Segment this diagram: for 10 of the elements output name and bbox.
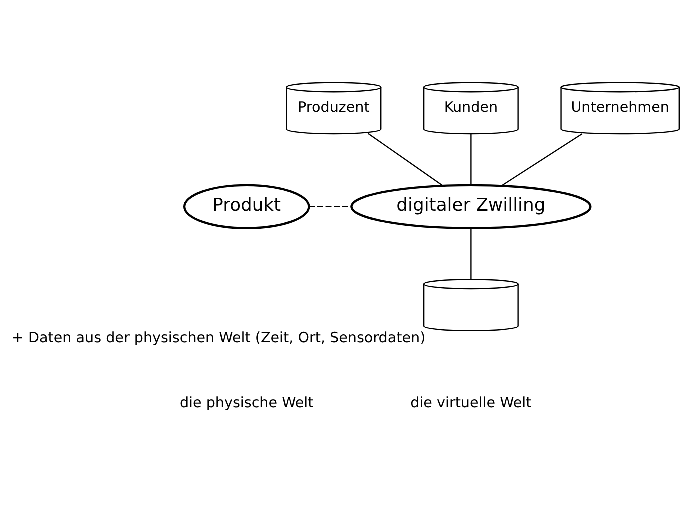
connector: [309, 206, 352, 207]
connector: [470, 134, 472, 185]
node-ellipse: digitaler Zwilling: [350, 184, 592, 229]
label: die physische Welt: [180, 394, 314, 411]
node-ellipse: Produkt: [183, 184, 310, 229]
node-label: + Daten aus der physischen Welt (Zeit, Ort, Sensordaten): [12, 330, 426, 346]
connector: [501, 133, 583, 186]
label: die virtuelle Welt: [410, 394, 532, 411]
connector: [470, 228, 472, 279]
connector: [368, 132, 444, 186]
